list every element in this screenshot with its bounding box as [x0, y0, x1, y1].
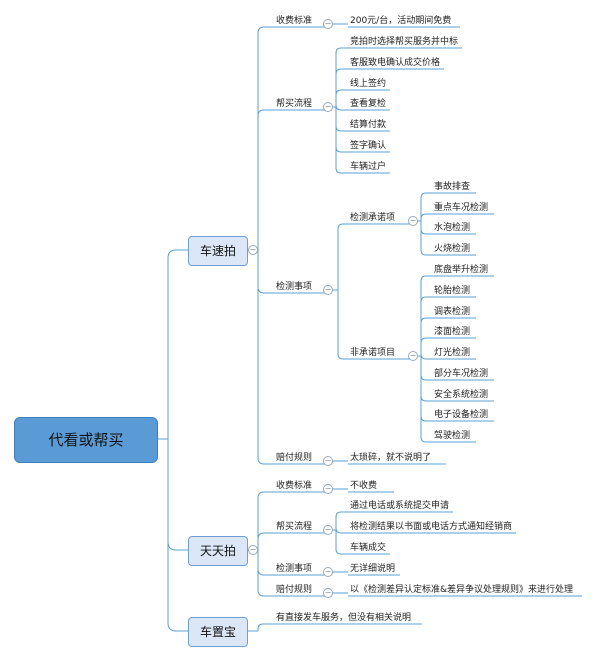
ttp-flow-step-2[interactable]: 车辆成交: [350, 543, 387, 553]
connector-line: [257, 623, 274, 631]
ttp-flow-step-1[interactable]: 将检测结果以书面或电话方式通知经销商: [350, 522, 513, 532]
connector-line: [420, 356, 432, 422]
collapse-toggle-icon[interactable]: −: [408, 216, 418, 226]
branch-chesupai[interactable]: 车速拍: [188, 236, 248, 266]
collapse-toggle-icon[interactable]: −: [323, 285, 333, 295]
csp-nonpromise-item-1[interactable]: 轮胎检测: [434, 286, 471, 296]
connector-line: [335, 104, 348, 111]
connector-line: [257, 250, 274, 294]
connector-line: [420, 296, 432, 356]
csp-flow-step-1[interactable]: 客服致电确认成交价格: [350, 58, 441, 68]
czb-value[interactable]: 有直接发车服务，但没有相关说明: [276, 613, 412, 623]
csp-nonpromise-item-8[interactable]: 驾驶检测: [434, 431, 471, 441]
connector-line: [257, 550, 274, 597]
connector-line: [335, 530, 348, 555]
csp-flow-step-2[interactable]: 线上签约: [350, 79, 387, 89]
csp-category-2[interactable]: 检测事项: [276, 282, 313, 292]
connector-line: [335, 107, 348, 132]
connector-line: [335, 107, 348, 174]
csp-fee-value[interactable]: 200元/台，活动期间免费: [350, 16, 452, 26]
connector-line: [257, 532, 274, 550]
connector-line: [167, 439, 188, 632]
collapse-toggle-icon[interactable]: −: [323, 567, 333, 577]
connector-line: [420, 221, 432, 235]
csp-nonpromise-item-7[interactable]: 电子设备检测: [434, 410, 489, 420]
csp-promise-label[interactable]: 检测承诺项: [350, 213, 396, 223]
collapse-toggle-icon[interactable]: −: [323, 456, 333, 466]
connector-line: [420, 192, 432, 221]
connector-line: [337, 290, 350, 360]
connector-line: [335, 107, 348, 153]
collapse-toggle-icon[interactable]: −: [323, 102, 333, 112]
csp-nonpromise-label[interactable]: 非承诺项目: [350, 348, 396, 358]
connector-line: [335, 511, 348, 530]
csp-nonpromise-item-0[interactable]: 底盘举升检测: [434, 265, 489, 275]
connector-line: [167, 249, 188, 439]
ttp-category-2[interactable]: 检测事项: [276, 564, 313, 574]
connector-line: [167, 439, 188, 551]
connector-line: [335, 527, 348, 534]
csp-comp-value[interactable]: 太琐碎，就不说明了: [350, 453, 432, 463]
root-node[interactable]: 代看或帮买: [14, 417, 158, 463]
ttp-fee-value[interactable]: 不收费: [350, 481, 378, 491]
connector-line: [420, 275, 432, 356]
ttp-flow-step-0[interactable]: 通过电话或系统提交申请: [350, 501, 450, 511]
connector-line: [420, 356, 432, 381]
ttp-comp-value[interactable]: 以《检测差异认定标准&差异争议处理规则》来进行处理: [350, 585, 574, 595]
connector-line: [257, 250, 274, 465]
connector-line: [420, 356, 432, 443]
csp-flow-step-0[interactable]: 竞拍时选择帮买服务并中标: [350, 37, 459, 47]
csp-promise-item-2[interactable]: 水泡检测: [434, 223, 471, 233]
connector-line: [335, 68, 348, 107]
collapse-toggle-icon[interactable]: −: [323, 525, 333, 535]
branch-tiantianpai[interactable]: 天天拍: [188, 536, 248, 566]
connector-line: [420, 337, 432, 356]
connector-line: [420, 317, 432, 356]
csp-nonpromise-item-4[interactable]: 灯光检测: [434, 348, 471, 358]
ttp-category-1[interactable]: 帮买流程: [276, 522, 313, 532]
connector-line: [337, 223, 350, 290]
collapse-toggle-icon[interactable]: −: [408, 351, 418, 361]
csp-flow-step-6[interactable]: 车辆过户: [350, 162, 387, 172]
csp-flow-step-4[interactable]: 结算付款: [350, 120, 387, 130]
csp-nonpromise-item-6[interactable]: 安全系统检测: [434, 390, 489, 400]
csp-nonpromise-item-2[interactable]: 调表检测: [434, 307, 471, 317]
connector-line: [335, 89, 348, 107]
collapse-toggle-icon[interactable]: −: [248, 545, 258, 555]
csp-promise-item-3[interactable]: 火烧检测: [434, 244, 471, 254]
csp-category-0[interactable]: 收费标准: [276, 16, 313, 26]
collapse-toggle-icon[interactable]: −: [323, 19, 333, 29]
csp-flow-step-5[interactable]: 签字确认: [350, 141, 387, 151]
collapse-toggle-icon[interactable]: −: [323, 484, 333, 494]
csp-promise-item-0[interactable]: 事故排查: [434, 182, 471, 192]
csp-nonpromise-item-3[interactable]: 漆面检测: [434, 327, 471, 337]
connector-line: [257, 550, 274, 576]
connector-line: [420, 353, 432, 360]
csp-category-3[interactable]: 赔付规则: [276, 453, 313, 463]
csp-nonpromise-item-5[interactable]: 部分车况检测: [434, 369, 489, 379]
connector-line: [420, 213, 432, 221]
csp-promise-item-1[interactable]: 重点车况检测: [434, 203, 489, 213]
csp-category-1[interactable]: 帮买流程: [276, 99, 313, 109]
ttp-category-0[interactable]: 收费标准: [276, 481, 313, 491]
connector-line: [257, 109, 274, 250]
collapse-toggle-icon[interactable]: −: [323, 588, 333, 598]
connector-line: [420, 221, 432, 256]
ttp-category-3[interactable]: 赔付规则: [276, 585, 313, 595]
ttp-inspect-value[interactable]: 无详细说明: [350, 564, 396, 574]
collapse-toggle-icon[interactable]: −: [248, 245, 258, 255]
connector-line: [257, 26, 274, 250]
connector-line: [257, 491, 274, 550]
csp-flow-step-3[interactable]: 查看复检: [350, 99, 387, 109]
branch-chezhibao[interactable]: 车置宝: [188, 617, 248, 647]
connector-line: [335, 47, 348, 107]
